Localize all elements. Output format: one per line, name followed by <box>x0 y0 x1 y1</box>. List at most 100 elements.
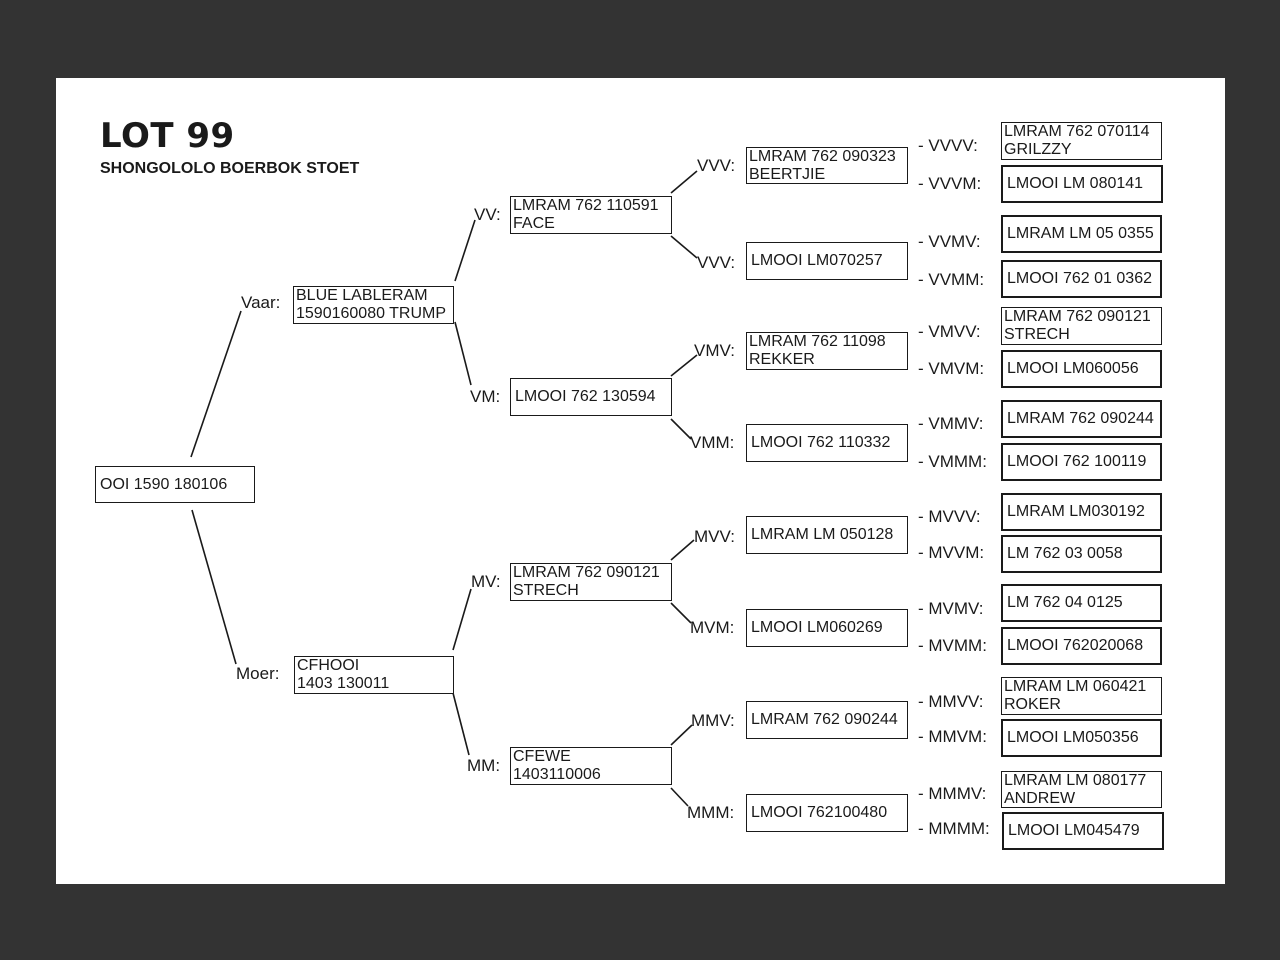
mmmv-line2: ANDREW <box>1004 790 1076 807</box>
connector <box>670 235 698 259</box>
vv-line1: LMRAM 762 110591 <box>513 197 659 214</box>
vv-box: LMRAM 762 110591 FACE <box>510 196 672 234</box>
vmm-line1: LMOOI 762 110332 <box>751 434 891 451</box>
vvvm-label: - VVVM: <box>918 174 982 193</box>
vvvv-line1: LMRAM 762 070114 <box>1004 123 1150 140</box>
mvm-box: LMOOI LM060269 <box>746 609 908 647</box>
dam-box: CFHOOI 1403 130011 <box>294 656 454 694</box>
mvmm-line1: LMOOI 762020068 <box>1007 637 1144 654</box>
vvmm-label: - VVMM: <box>918 270 985 289</box>
vvvm-box: LMOOI LM 080141 <box>1001 165 1163 203</box>
connector <box>190 310 242 458</box>
mvmv-line1: LM 762 04 0125 <box>1007 594 1123 611</box>
vmvm-label: - VMVM: <box>918 359 985 378</box>
vvmv-box: LMRAM LM 05 0355 <box>1001 215 1162 253</box>
vv-line2: FACE <box>513 215 555 232</box>
mvv-line1: LMRAM LM 050128 <box>751 526 894 543</box>
mv-line1: LMRAM 762 090121 <box>513 564 660 581</box>
mmvm-label: - MMVM: <box>918 727 987 746</box>
mvmv-box: LM 762 04 0125 <box>1001 584 1162 622</box>
connector <box>670 724 693 746</box>
mmmm-label: - MMMM: <box>918 819 990 838</box>
vmm-box: LMOOI 762 110332 <box>746 424 908 462</box>
sire-line1: BLUE LABLERAM <box>296 287 428 304</box>
vmmm-label: - VMMM: <box>918 452 987 471</box>
mvmm-label: - MVMM: <box>918 636 987 655</box>
sire-box: BLUE LABLERAM 1590160080 TRUMP <box>293 286 454 324</box>
mm-label: MM: <box>467 756 501 775</box>
vmmv-box: LMRAM 762 090244 <box>1001 400 1162 438</box>
mvv-label: MVV: <box>694 527 735 546</box>
connector <box>670 787 689 807</box>
vmvv-label: - VMVV: <box>918 322 981 341</box>
vmvv-line1: LMRAM 762 090121 <box>1004 308 1151 325</box>
mmmv-line1: LMRAM LM 080177 <box>1004 772 1147 789</box>
mmvv-line2: ROKER <box>1004 696 1061 713</box>
mmm-label: MMM: <box>687 803 735 822</box>
mmv-line1: LMRAM 762 090244 <box>751 711 898 728</box>
vmvv-box: LMRAM 762 090121 STRECH <box>1001 307 1162 345</box>
vmmm-line1: LMOOI 762 100119 <box>1007 453 1147 470</box>
connector <box>454 219 476 282</box>
connector <box>191 509 237 665</box>
connector <box>452 588 472 651</box>
subject-animal-box: OOI 1590 180106 <box>95 466 255 503</box>
vm-box: LMOOI 762 130594 <box>510 378 672 416</box>
connector <box>670 354 698 377</box>
mmmm-line1: LMOOI LM045479 <box>1008 822 1140 839</box>
mm-line1: CFEWE <box>513 748 571 765</box>
vvmm-line1: LMOOI 762 01 0362 <box>1007 270 1152 287</box>
mmvv-line1: LMRAM LM 060421 <box>1004 678 1147 695</box>
vvvv-label: - VVVV: <box>918 136 978 155</box>
vvvv-line2: GRILZZY <box>1004 141 1072 158</box>
vvm-line1: LMOOI LM070257 <box>751 252 883 269</box>
connector <box>670 170 698 194</box>
vmvv-line2: STRECH <box>1004 326 1070 343</box>
mmvm-line1: LMOOI LM050356 <box>1007 729 1139 746</box>
mmv-box: LMRAM 762 090244 <box>746 701 908 739</box>
connector <box>670 418 692 440</box>
vmv-box: LMRAM 762 11098 REKKER <box>746 332 908 370</box>
vmv-label: VMV: <box>694 341 735 360</box>
mv-label: MV: <box>471 572 501 591</box>
mvvm-line1: LM 762 03 0058 <box>1007 545 1123 562</box>
vmmv-line1: LMRAM 762 090244 <box>1007 410 1154 427</box>
vvvm-line1: LMOOI LM 080141 <box>1007 175 1144 192</box>
mvvv-label: - MVVV: <box>918 507 981 526</box>
vvv-line1: LMRAM 762 090323 <box>749 148 896 165</box>
stud-name: SHONGOLOLO BOERBOK STOET <box>100 160 360 177</box>
vvm-box: LMOOI LM070257 <box>746 242 908 280</box>
mm-line2: 1403110006 <box>513 766 601 783</box>
sire-line2: 1590160080 TRUMP <box>296 305 447 322</box>
mvvm-box: LM 762 03 0058 <box>1001 535 1162 573</box>
mvmm-box: LMOOI 762020068 <box>1001 627 1162 665</box>
vmmm-box: LMOOI 762 100119 <box>1001 443 1162 481</box>
vvmv-label: - VVMV: <box>918 232 981 251</box>
vvvv-box: LMRAM 762 070114 GRILZZY <box>1001 122 1162 160</box>
connector <box>454 321 472 386</box>
mmmv-box: LMRAM LM 080177 ANDREW <box>1001 771 1162 808</box>
vmvm-line1: LMOOI LM060056 <box>1007 360 1139 377</box>
mmvv-box: LMRAM LM 060421 ROKER <box>1001 677 1162 715</box>
vv-label: VV: <box>474 205 501 224</box>
vvv-label: VVV: <box>697 156 736 175</box>
connector <box>452 692 470 756</box>
vm-label: VM: <box>470 387 501 406</box>
mmm-line1: LMOOI 762100480 <box>751 804 888 821</box>
dam-line1: CFHOOI <box>297 657 360 674</box>
mmvm-box: LMOOI LM050356 <box>1001 719 1162 757</box>
mvvv-box: LMRAM LM030192 <box>1001 493 1162 531</box>
mv-line2: STRECH <box>513 582 579 599</box>
mvvv-line1: LMRAM LM030192 <box>1007 503 1145 520</box>
mm-box: CFEWE 1403110006 <box>510 747 672 785</box>
vvv-line2: BEERTJIE <box>749 166 826 183</box>
mvm-line1: LMOOI LM060269 <box>751 619 883 636</box>
vmmv-label: - VMMV: <box>918 414 984 433</box>
vmm-label: VMM: <box>690 433 735 452</box>
vm-line1: LMOOI 762 130594 <box>515 388 656 405</box>
lot-title: LOT 99 <box>100 116 235 156</box>
vvmm-box: LMOOI 762 01 0362 <box>1001 260 1162 298</box>
connector <box>670 602 692 624</box>
mmm-box: LMOOI 762100480 <box>746 794 908 832</box>
mmmm-box: LMOOI LM045479 <box>1002 812 1164 850</box>
